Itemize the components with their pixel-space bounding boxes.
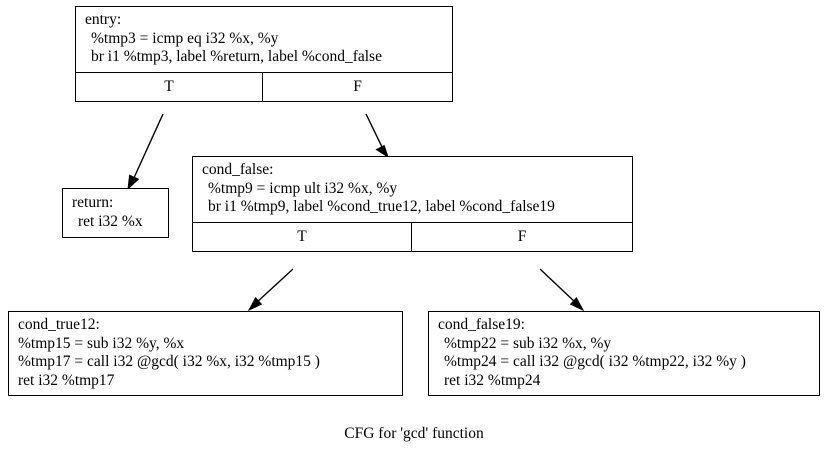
node-entry-line-1: %tmp3 = icmp eq i32 %x, %y <box>91 29 279 47</box>
node-cond-false-label: cond_false: <box>202 161 274 178</box>
node-cond-false-line-2: br i1 %tmp9, label %cond_true12, label %… <box>208 198 555 215</box>
cfg-node-entry[interactable]: entry: %tmp3 = icmp eq i32 %x, %y br i1 … <box>75 6 453 102</box>
node-entry-port-true[interactable]: T <box>76 72 264 101</box>
node-cond-false19-label: cond_false19: <box>438 316 525 333</box>
cfg-node-cond-true12[interactable]: cond_true12: %tmp15 = sub i32 %y, %x %tm… <box>8 311 403 396</box>
node-cond-false-port-true[interactable]: T <box>193 222 412 251</box>
node-cond-true12-line-2: %tmp17 = call i32 @gcd( i32 %x, i32 %tmp… <box>18 353 320 370</box>
edge-entry-false-to-cond-false <box>365 113 389 159</box>
node-entry-body: entry: %tmp3 = icmp eq i32 %x, %y br i1 … <box>76 7 452 72</box>
edge-cond-false-true-to-cond-true12 <box>247 268 294 312</box>
cfg-node-cond-false19[interactable]: cond_false19: %tmp22 = sub i32 %x, %y %t… <box>428 311 820 396</box>
cfg-node-cond-false[interactable]: cond_false: %tmp9 = icmp ult i32 %x, %y … <box>192 156 633 252</box>
node-entry-label: entry: <box>85 11 122 28</box>
node-cond-false-port-false[interactable]: F <box>517 227 527 245</box>
node-return-label: return: <box>72 194 114 211</box>
node-cond-false-body: cond_false: %tmp9 = icmp ult i32 %x, %y … <box>193 157 632 222</box>
edge-entry-true-to-return <box>127 113 164 191</box>
node-cond-true12-label: cond_true12: <box>18 316 100 333</box>
edge-cond-false-false-to-cond-false19 <box>539 268 585 312</box>
node-cond-false19-body: cond_false19: %tmp22 = sub i32 %x, %y %t… <box>429 312 819 395</box>
node-cond-true12-body: cond_true12: %tmp15 = sub i32 %y, %x %tm… <box>9 312 402 395</box>
node-entry-port-false[interactable]: F <box>353 77 362 95</box>
node-cond-false-ports: T F <box>193 221 632 251</box>
node-entry-ports: T F <box>76 71 452 101</box>
node-cond-false19-line-2: %tmp24 = call i32 @gcd( i32 %tmp22, i32 … <box>444 353 746 370</box>
diagram-caption: CFG for 'gcd' function <box>344 425 484 442</box>
node-cond-true12-line-1: %tmp15 = sub i32 %y, %x <box>18 334 185 352</box>
node-cond-false19-line-3: ret i32 %tmp24 <box>444 371 541 389</box>
node-return-body: return: ret i32 %x <box>63 189 168 237</box>
node-entry-line-2: br i1 %tmp3, label %return, label %cond_… <box>91 48 382 65</box>
cfg-node-return[interactable]: return: ret i32 %x <box>62 188 169 238</box>
node-cond-true12-line-3: ret i32 %tmp17 <box>18 371 115 389</box>
node-return-line-1: ret i32 %x <box>78 212 143 230</box>
node-cond-false-line-1: %tmp9 = icmp ult i32 %x, %y <box>208 179 398 197</box>
node-cond-false19-line-1: %tmp22 = sub i32 %x, %y <box>444 334 612 352</box>
